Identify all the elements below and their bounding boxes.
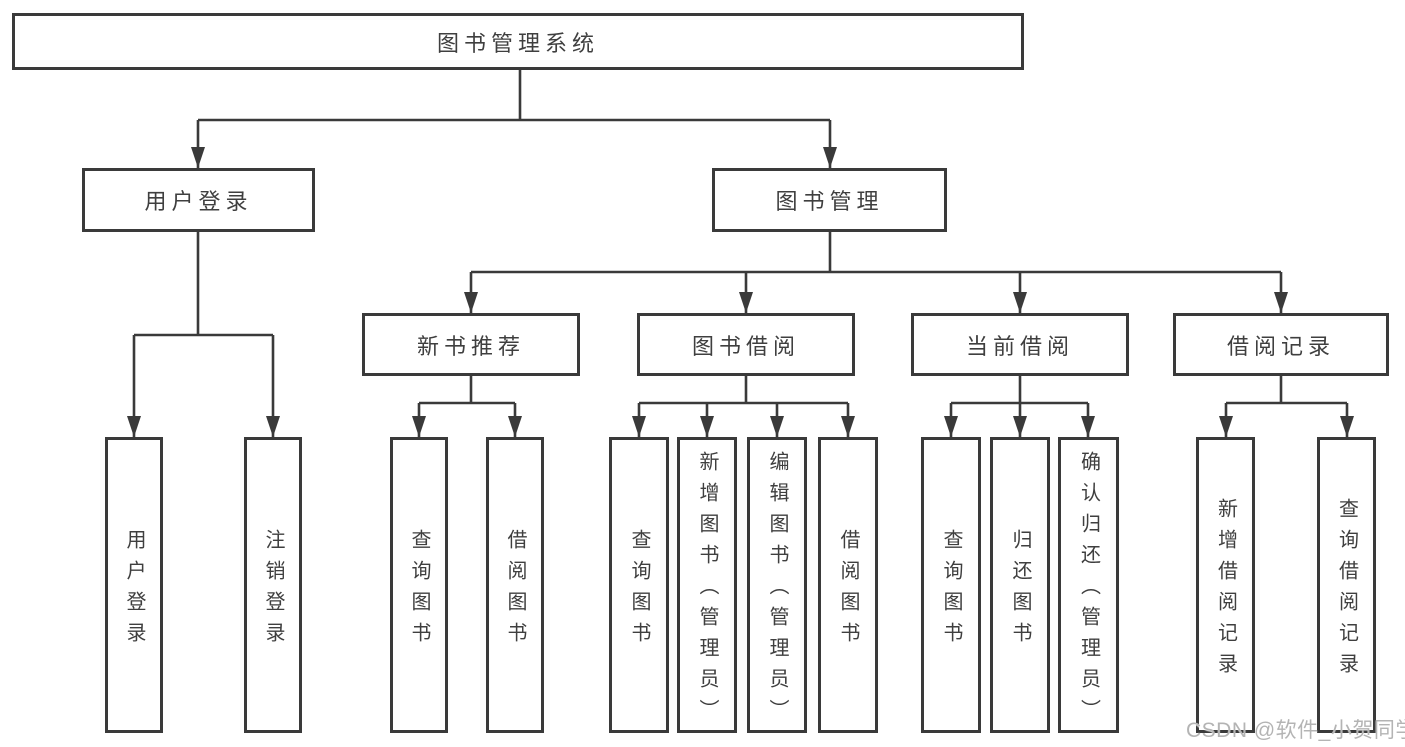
node-label: 注销登录 (262, 528, 284, 653)
node-label: 新增借阅记录 (1214, 497, 1237, 684)
node-label: 借阅图书 (837, 528, 859, 653)
node-current-borrowing: 当前借阅 (911, 313, 1129, 376)
node-query-books-borrowing: 查询图书 (609, 437, 669, 733)
node-user-login-branch: 用户登录 (82, 168, 315, 232)
node-query-books-current: 查询图书 (921, 437, 981, 733)
node-label: 查询图书 (940, 528, 962, 653)
node-label: 用户登录 (144, 189, 253, 214)
node-label: 图书管理 (775, 189, 884, 214)
node-book-borrowing: 图书借阅 (637, 313, 855, 376)
node-label: 查询图书 (628, 528, 650, 653)
node-label: 借阅记录 (1226, 333, 1335, 359)
node-label: 查询图书 (408, 528, 430, 653)
node-label: 用户登录 (123, 528, 145, 653)
node-add-book-admin: 新增图书（管理员） (677, 437, 737, 733)
node-edit-book-admin: 编辑图书（管理员） (747, 437, 807, 733)
node-label: 图书管理系统 (436, 30, 599, 56)
node-borrow-books-recommend: 借阅图书 (486, 437, 544, 733)
node-borrow-books: 借阅图书 (818, 437, 878, 733)
node-query-books-recommend: 查询图书 (390, 437, 448, 733)
node-add-borrow-record: 新增借阅记录 (1196, 437, 1255, 733)
node-label: 新书推荐 (416, 333, 525, 359)
node-label: 新增图书（管理员） (696, 451, 718, 730)
node-logout: 注销登录 (244, 437, 302, 733)
node-label: 确认归还（管理员） (1077, 451, 1100, 730)
node-label: 归还图书 (1009, 528, 1031, 653)
node-query-borrow-record: 查询借阅记录 (1317, 437, 1376, 733)
node-borrowing-records: 借阅记录 (1173, 313, 1389, 376)
node-label: 编辑图书（管理员） (766, 451, 788, 730)
node-new-book-recommendation: 新书推荐 (362, 313, 580, 376)
node-library-system-root: 图书管理系统 (12, 13, 1024, 70)
node-return-books: 归还图书 (990, 437, 1050, 733)
node-label: 查询借阅记录 (1335, 497, 1358, 684)
node-book-management-branch: 图书管理 (712, 168, 947, 232)
csdn-watermark: CSDN @软件_小贺同学 (1186, 719, 1405, 742)
node-user-login: 用户登录 (105, 437, 163, 733)
node-confirm-return-admin: 确认归还（管理员） (1058, 437, 1119, 733)
node-label: 当前借阅 (965, 333, 1074, 359)
node-label: 借阅图书 (504, 528, 526, 653)
node-label: 图书借阅 (691, 333, 800, 359)
